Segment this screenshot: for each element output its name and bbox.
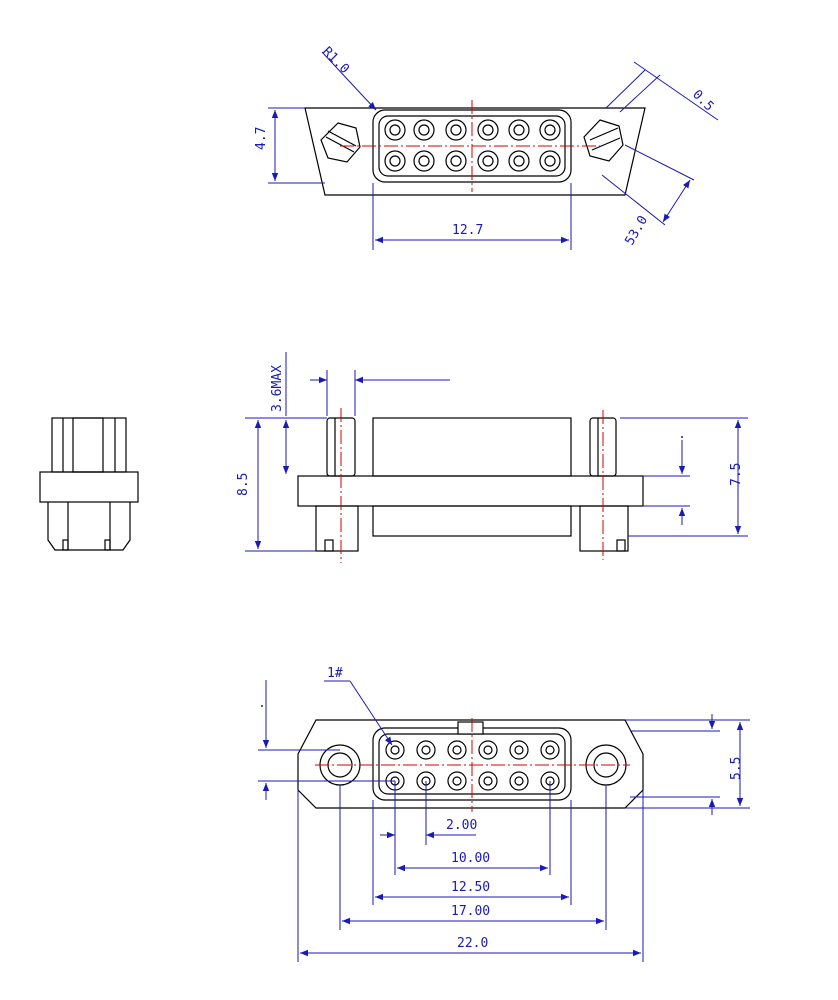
side-upper-body (372, 417, 572, 477)
overall-width-dim: 22.0 (457, 936, 488, 951)
end-view-flange (39, 471, 139, 503)
angle-dim: 53.0 (622, 213, 651, 248)
side-flange (297, 475, 644, 507)
top-height-dim: 4.7 (254, 127, 269, 150)
top-width-dim: 12.7 (452, 223, 483, 238)
mount-span-dim: 17.00 (451, 904, 490, 919)
left-hex-nut (320, 122, 361, 163)
overall-height-dim: 8.5 (236, 473, 251, 496)
shell-width-dim: 12.50 (451, 880, 490, 895)
left-lower-post (315, 505, 359, 552)
pitch-dim: 2.00 (446, 818, 477, 833)
right-hex-nut (583, 119, 624, 162)
screw-max-dim: 3.6MAX (270, 365, 285, 412)
top-view: 4.7 12.7 R1.0 0.5 53.0 (254, 44, 719, 250)
pin1-label: 1# (327, 666, 343, 681)
end-view (39, 417, 139, 551)
right-lower-post (579, 505, 629, 552)
thickness-dim: 0.5 (689, 87, 716, 114)
bottom-view: 1# 5.5 2.00 10.00 1 (258, 666, 750, 962)
body-height-dim: 7.5 (729, 463, 744, 486)
side-view: 3.6MAX 8.5 7.5 (236, 352, 748, 563)
depth-dim: 5.5 (729, 757, 744, 780)
side-lower-body (372, 505, 572, 537)
radius-dim: R1.0 (319, 44, 352, 77)
top-pin-grid (384, 119, 561, 172)
top-flange (304, 107, 646, 196)
pin-span-dim: 10.00 (451, 851, 490, 866)
